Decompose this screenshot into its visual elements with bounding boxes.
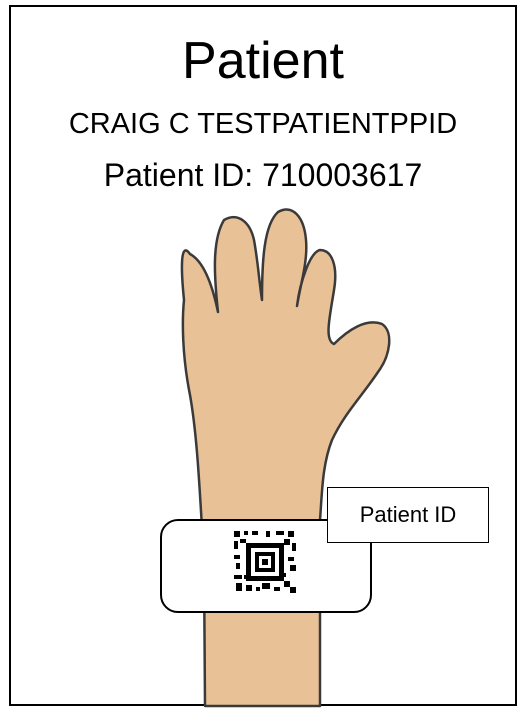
patient-id-label-box: Patient ID (327, 487, 489, 543)
datamatrix-barcode-icon (232, 529, 298, 595)
hand-shape (182, 210, 389, 706)
